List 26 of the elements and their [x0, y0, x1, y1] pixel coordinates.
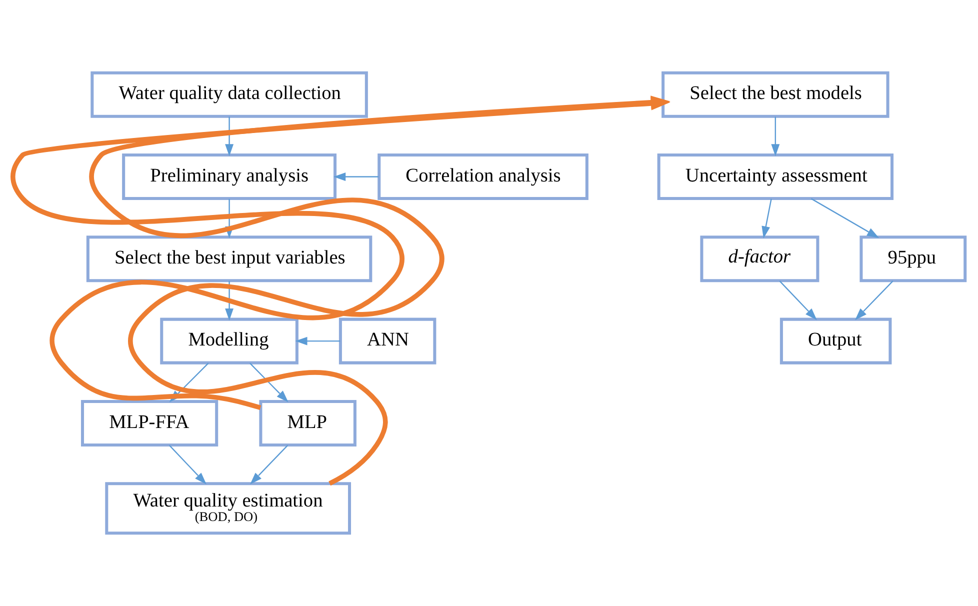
- arrow: [295, 336, 340, 346]
- node-box: Correlation analysis: [378, 153, 588, 200]
- arrow: [771, 116, 780, 156]
- arrow: [762, 198, 772, 238]
- node-box: Select the best models: [662, 71, 890, 118]
- arrow: [250, 362, 288, 402]
- arrow: [334, 172, 379, 181]
- arrow: [810, 198, 880, 238]
- node-box: Uncertainty assessment: [657, 153, 894, 200]
- arrow: [250, 444, 288, 484]
- node-box: 95ppu: [860, 236, 967, 282]
- arrow: [225, 281, 234, 321]
- node-box: Water quality data collection: [90, 71, 368, 118]
- node-box: Output: [780, 318, 892, 364]
- node-box: MLP-FFA: [80, 400, 218, 446]
- arrow: [168, 444, 206, 484]
- arrow: [855, 280, 894, 320]
- arrow: [225, 116, 234, 156]
- node-box: Water quality estimation (BOD, DO): [105, 482, 352, 535]
- node-box: d-factor: [700, 236, 820, 282]
- node-box: Select the best input variables: [86, 236, 372, 282]
- node-box: MLP: [259, 400, 356, 446]
- node-box: Preliminary analysis: [122, 153, 337, 200]
- node-box: Modelling: [160, 318, 298, 364]
- node-box: ANN: [338, 318, 436, 364]
- arrow: [779, 280, 817, 320]
